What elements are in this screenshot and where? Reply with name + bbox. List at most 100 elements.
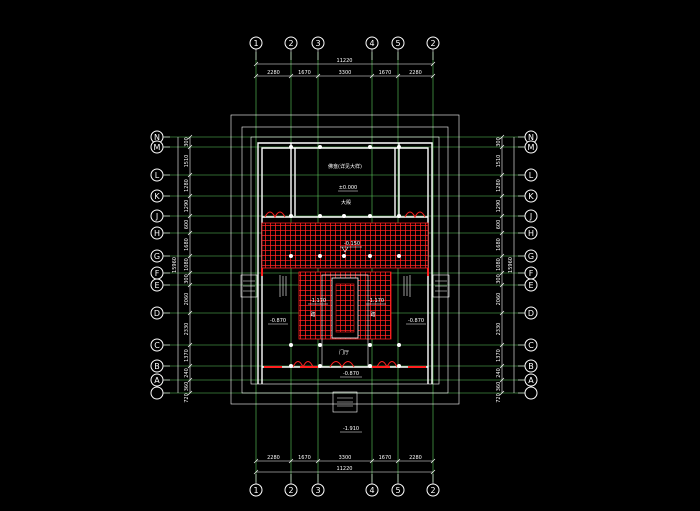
dim-top-total: 11220 (337, 58, 353, 64)
dim-left-segment: 360 (184, 382, 190, 392)
svg-text:K: K (154, 192, 160, 201)
dim-right-segment: 600 (496, 220, 502, 230)
dim-left-segment: 720 (184, 393, 190, 403)
axis-bubble-left-M: M (150, 140, 164, 154)
dim-top-segment: 1670 (379, 70, 392, 76)
axis-bubble-left-C: C (150, 338, 164, 352)
svg-text:L: L (155, 171, 160, 180)
svg-text:1: 1 (253, 486, 258, 495)
axis-bubble-right-D: D (524, 306, 538, 320)
dim-left-segment: 300 (184, 137, 190, 147)
svg-text:4: 4 (369, 486, 374, 495)
dim-bottom-segment: 2280 (267, 455, 280, 461)
svg-text:H: H (528, 229, 534, 238)
axis-bubble-left-D: D (150, 306, 164, 320)
axis-bubbles-top: 1 2 3 4 5 2 (249, 36, 440, 60)
room-label-hall: 大殿 (341, 199, 351, 206)
column-dot (289, 145, 293, 149)
axis-bubble-left-F: F (150, 266, 164, 280)
column-dot (289, 214, 293, 218)
svg-text:G: G (528, 252, 534, 261)
tiled-floor-areas (261, 222, 429, 340)
dim-bottom-segment: 3300 (339, 455, 352, 461)
dim-left-segment: 1280 (184, 179, 190, 192)
axis-bubble-right-F: F (524, 266, 538, 280)
dim-top-segment: 2280 (267, 70, 280, 76)
dim-right-segment: 1080 (496, 258, 502, 271)
dim-right-segment: 2330 (496, 323, 502, 336)
column-dot (397, 364, 401, 368)
axis-bubble-right-B: B (524, 359, 538, 373)
svg-text:F: F (529, 269, 534, 278)
axis-bubble-right-E: E (524, 278, 538, 292)
dim-right-segment: 1370 (496, 349, 502, 362)
dim-right-segment: 360 (496, 382, 502, 392)
axis-bubble-bottom-1: 1 (249, 483, 263, 497)
axis-bubble-top-1: 1 (249, 36, 263, 50)
column-dot (342, 214, 346, 218)
annotations: 佛龛(详见大样) ±0.000 大殿 -0.150 -1.170 -1.170 … (268, 163, 426, 433)
dim-right-segment: 1280 (496, 179, 502, 192)
column-dot (318, 254, 322, 258)
axis-bubble-top-4: 4 (365, 36, 379, 50)
axis-bubble-bottom-6: 2 (426, 483, 440, 497)
column-dot (289, 364, 293, 368)
dim-right-segment: 1510 (496, 155, 502, 168)
axis-bubble-bottom-5: 5 (391, 483, 405, 497)
svg-text:2: 2 (288, 486, 293, 495)
axis-bubble-left-L: L (150, 168, 164, 182)
column-dot (318, 343, 322, 347)
axis-bubble-right-H: H (524, 226, 538, 240)
axis-bubble-top-2: 2 (284, 36, 298, 50)
room-label-lower: 门厅 (339, 349, 349, 356)
column-dot (342, 254, 346, 258)
axis-bubble-right-blank (524, 386, 538, 400)
axis-bubble-left-blank (150, 386, 164, 400)
svg-text:E: E (154, 281, 159, 290)
svg-text:5: 5 (395, 39, 400, 48)
svg-text:D: D (154, 309, 160, 318)
axis-bubble-right-A: A (524, 373, 538, 387)
svg-text:D: D (528, 309, 534, 318)
svg-text:3: 3 (315, 39, 320, 48)
column-dot (397, 343, 401, 347)
svg-text:M: M (154, 143, 161, 152)
axis-bubble-top-5: 5 (391, 36, 405, 50)
axis-bubble-right-G: G (524, 249, 538, 263)
svg-text:N: N (154, 133, 160, 142)
svg-text:K: K (528, 192, 534, 201)
axis-bubble-left-E: E (150, 278, 164, 292)
axis-bubble-right-J: J (524, 209, 538, 223)
column-dot (368, 214, 372, 218)
axis-bubble-left-K: K (150, 189, 164, 203)
level-mark-left-side: -0.870 (270, 318, 286, 324)
column-dot (289, 254, 293, 258)
dim-right-segment: 720 (496, 393, 502, 403)
dim-left-segment: 1680 (184, 238, 190, 251)
step-mark-left: 踏 (310, 311, 315, 318)
dim-left-segment: 1290 (184, 200, 190, 213)
axis-bubble-left-B: B (150, 359, 164, 373)
level-mark-right-step: -1.170 (368, 298, 384, 304)
svg-text:A: A (528, 376, 534, 385)
dim-left-segment: 1080 (184, 258, 190, 271)
level-mark-upper: ±0.000 (339, 185, 358, 191)
axis-bubble-right-K: K (524, 189, 538, 203)
level-mark-lower: -0.870 (343, 371, 359, 377)
column-dot (368, 145, 372, 149)
dim-bottom-segment: 2280 (409, 455, 422, 461)
dim-left-segment: 240 (184, 368, 190, 378)
axis-bubble-top-6: 2 (426, 36, 440, 50)
svg-text:1: 1 (253, 39, 258, 48)
column-dot (368, 254, 372, 258)
svg-text:2: 2 (430, 39, 435, 48)
dim-top-segment: 2280 (409, 70, 422, 76)
column-dot (318, 145, 322, 149)
svg-text:G: G (154, 252, 160, 261)
dim-left-segment: 2060 (184, 293, 190, 306)
level-mark-bottom: -1.910 (343, 426, 359, 432)
svg-text:5: 5 (395, 486, 400, 495)
svg-text:2: 2 (288, 39, 293, 48)
